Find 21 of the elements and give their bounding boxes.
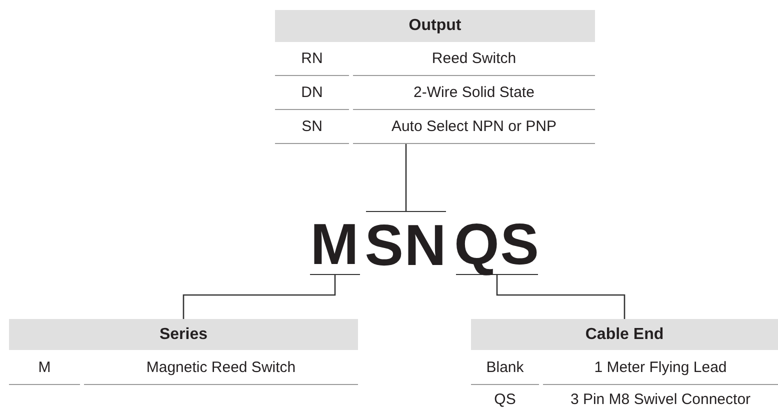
connector-line [405, 144, 407, 211]
code-segment: M [310, 216, 360, 275]
description-cell-text: 3 Pin M8 Swivel Connector [569, 390, 752, 410]
connector-line [496, 275, 626, 319]
code-cell: RN [275, 42, 349, 76]
connector-line [182, 275, 336, 319]
code-cell: SN [275, 110, 349, 144]
table-header: Cable End [471, 319, 778, 350]
code-cell: M [9, 350, 80, 385]
description-cell: 1 Meter Flying Lead [543, 350, 778, 385]
table-header: Output [275, 10, 595, 42]
code-cell-text: QS [493, 390, 517, 410]
code-cell: DN [275, 76, 349, 110]
description-cell: 2-Wire Solid State [353, 76, 595, 110]
code-segment: QS [456, 216, 538, 275]
description-cell: Reed Switch [353, 42, 595, 76]
code-cell: Blank [471, 350, 539, 385]
code-segment: SN [366, 211, 446, 275]
description-cell: Magnetic Reed Switch [84, 350, 358, 385]
description-cell: Auto Select NPN or PNP [353, 110, 595, 144]
table-header: Series [9, 319, 358, 350]
